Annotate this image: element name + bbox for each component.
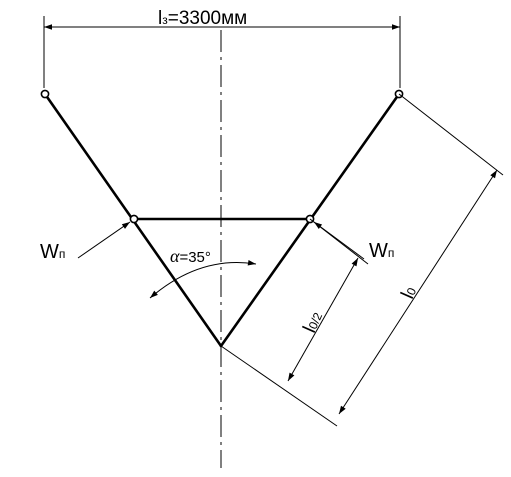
angle-label: α=35° xyxy=(170,246,211,266)
node-mid-left xyxy=(129,214,139,224)
force-label-left: Wп xyxy=(40,241,65,263)
angle-arc xyxy=(149,259,257,299)
length-extension-bottom xyxy=(220,345,338,427)
length-extension-mid xyxy=(309,218,369,265)
length-extension-top xyxy=(398,93,504,176)
half-length-label: l0/2 xyxy=(299,308,327,336)
span-label: lз=3300мм xyxy=(158,8,247,29)
length-dimension-line xyxy=(338,169,498,415)
svg-text:l0: l0 xyxy=(397,283,421,302)
force-label-right: Wп xyxy=(369,240,394,262)
force-arrow-left xyxy=(77,221,131,259)
svg-text:l0/2: l0/2 xyxy=(299,308,327,336)
length-label: l0 xyxy=(397,283,421,302)
node-top-left xyxy=(40,89,50,99)
